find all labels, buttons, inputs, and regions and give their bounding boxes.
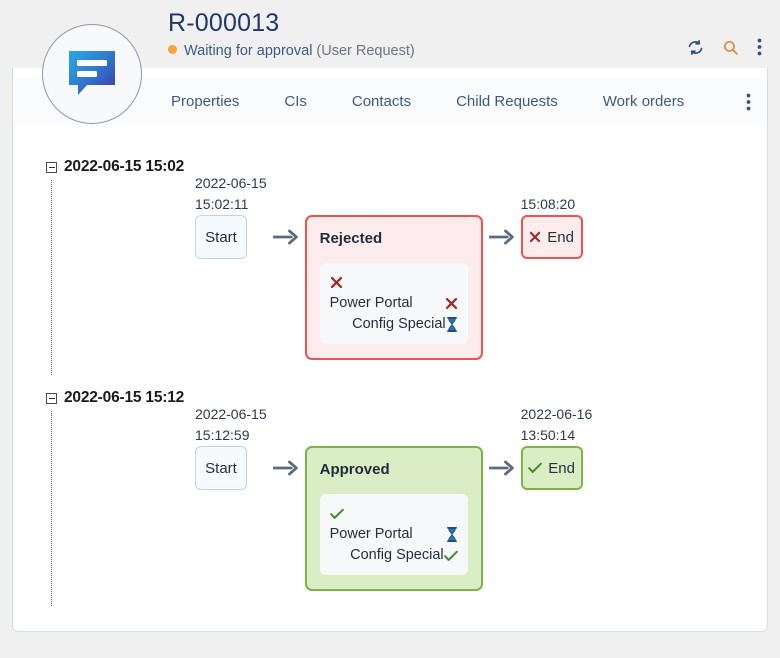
- stage-inner-card: Power Portal Config Special: [319, 494, 468, 575]
- status-sublabel: (User Request): [316, 43, 415, 59]
- avatar: [42, 24, 142, 124]
- end-timestamp-date: 2022-06-16: [520, 406, 593, 422]
- end-timestamp: 2022-06-16 13:50:14: [521, 404, 593, 446]
- refresh-icon[interactable]: [687, 39, 704, 56]
- start-stamp-column: 2022-06-15 15:12:59 Start: [195, 404, 267, 490]
- tab-cis[interactable]: CIs: [284, 93, 307, 110]
- end-node-approved[interactable]: End: [520, 446, 583, 490]
- end-stamp-column: 15:08:20 End: [520, 173, 583, 259]
- stage-row: Power Portal: [330, 293, 458, 314]
- stage-row: Power Portal: [330, 524, 458, 545]
- stage-inner-card: Power Portal Config Special: [319, 263, 468, 344]
- collapse-minus-icon[interactable]: [46, 392, 57, 404]
- timeline-rail: [51, 180, 52, 375]
- stage-title: Approved: [319, 461, 390, 478]
- speech-bubble-icon: [63, 43, 121, 106]
- arrow-right-icon: [267, 215, 305, 259]
- start-timestamp-time: 15:12:59: [195, 427, 250, 443]
- arrow-right-icon: [267, 446, 305, 490]
- timeline-group-header[interactable]: 2022-06-15 15:12: [46, 389, 184, 407]
- stage-column: Rejected Power Portal: [304, 173, 483, 360]
- end-timestamp-time: 13:50:14: [520, 427, 576, 443]
- start-node[interactable]: Start: [195, 215, 247, 259]
- check-icon: [329, 508, 344, 520]
- start-timestamp-date: 2022-06-15: [195, 406, 267, 422]
- start-stamp-column: 2022-06-15 15:02:11 Start: [195, 173, 267, 259]
- start-node[interactable]: Start: [195, 446, 247, 490]
- tab-properties[interactable]: Properties: [171, 93, 240, 110]
- hourglass-icon: [446, 317, 458, 332]
- stage-row-label: Config Special: [350, 547, 444, 563]
- hourglass-icon: [446, 527, 458, 542]
- stage-row: [330, 272, 458, 293]
- x-icon: [330, 276, 343, 289]
- page-title: R-000013: [168, 9, 280, 37]
- timeline-group-date: 2022-06-15 15:12: [64, 389, 185, 406]
- spacer: [305, 173, 483, 215]
- header-actions: [687, 38, 762, 56]
- status-dot-icon: [168, 45, 177, 54]
- stage-row-label: Config Special: [352, 316, 446, 332]
- start-timestamp-time: 15:02:11: [195, 196, 249, 212]
- start-timestamp-date: 2022-06-15: [195, 175, 267, 191]
- stage-row-label: Power Portal: [329, 295, 413, 311]
- collapse-minus-icon[interactable]: [46, 161, 57, 173]
- stage-row: [329, 503, 458, 524]
- arrow-column: [267, 404, 305, 490]
- status-label: Waiting for approval: [184, 43, 313, 59]
- check-icon: [528, 462, 543, 474]
- end-node-rejected[interactable]: End: [520, 215, 583, 259]
- spacer: [267, 173, 305, 215]
- workflow-timeline: 2022-06-15 15:02 2022-06-15 15:02:11 Sta…: [13, 125, 767, 631]
- tab-overflow-kebab-menu-icon[interactable]: [746, 93, 751, 111]
- status-badge: Waiting for approval(User Request): [168, 43, 415, 59]
- end-node-label: End: [548, 459, 575, 477]
- arrow-column: [483, 173, 521, 259]
- stage-card-approved[interactable]: Approved Power Portal: [304, 446, 483, 591]
- end-node-label: End: [547, 228, 574, 246]
- arrow-column: [267, 173, 305, 259]
- spacer: [305, 404, 483, 446]
- workflow-row: 2022-06-15 15:02:11 Start Rejected: [195, 173, 583, 360]
- search-icon[interactable]: [722, 39, 739, 56]
- timeline-group-header[interactable]: 2022-06-15 15:02: [46, 158, 184, 176]
- arrow-right-icon: [483, 215, 521, 259]
- stage-column: Approved Power Portal: [304, 404, 483, 591]
- stage-card-rejected[interactable]: Rejected Power Portal: [304, 215, 483, 360]
- stage-row-label: Power Portal: [329, 526, 413, 542]
- spacer: [483, 404, 521, 446]
- end-stamp-column: 2022-06-16 13:50:14 End: [520, 404, 593, 490]
- workflow-row: 2022-06-15 15:12:59 Start Approved: [195, 404, 592, 591]
- tab-child-requests[interactable]: Child Requests: [456, 93, 558, 110]
- tab-contacts[interactable]: Contacts: [351, 93, 412, 110]
- tab-work-orders[interactable]: Work orders: [602, 93, 685, 110]
- timeline-group-date: 2022-06-15 15:02: [64, 158, 185, 175]
- stage-title: Rejected: [319, 230, 383, 247]
- timeline-rail: [51, 411, 52, 606]
- record-card: Properties CIs Contacts Child Requests W…: [12, 68, 768, 632]
- kebab-menu-icon[interactable]: [757, 38, 762, 56]
- stage-row: Config Special: [330, 314, 458, 335]
- end-timestamp: 15:08:20: [521, 173, 583, 215]
- x-icon: [445, 297, 458, 310]
- spacer: [483, 173, 521, 215]
- stage-row: Config Special: [330, 545, 458, 566]
- x-icon: [529, 231, 541, 243]
- check-icon: [443, 550, 458, 562]
- arrow-column: [483, 404, 521, 490]
- end-timestamp-time: 15:08:20: [520, 196, 576, 212]
- start-timestamp: 2022-06-15 15:02:11: [195, 173, 267, 215]
- start-timestamp: 2022-06-15 15:12:59: [195, 404, 267, 446]
- spacer: [267, 404, 305, 446]
- arrow-right-icon: [483, 446, 521, 490]
